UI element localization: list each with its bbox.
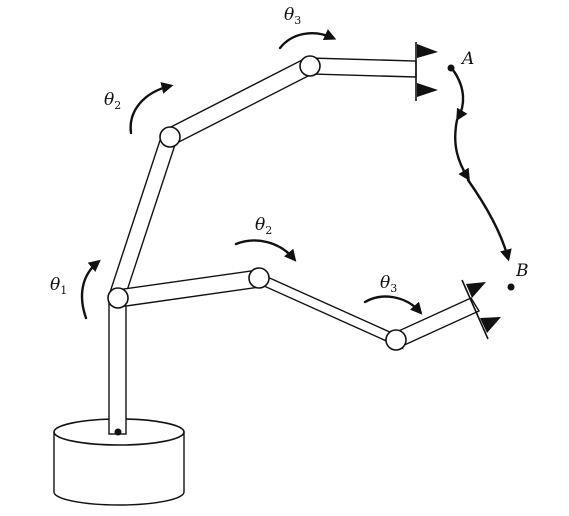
- upper-elbow-joint: [159, 126, 181, 148]
- upper-gripper: [415, 42, 438, 101]
- lower-theta3-label: θ3: [380, 273, 397, 295]
- upper-link-2: [165, 57, 314, 146]
- upper-arm-configuration: [107, 42, 438, 303]
- base-pivot-dot: [114, 428, 122, 436]
- upper-link-1: [107, 131, 179, 303]
- upper-theta3-arrow: [278, 29, 337, 50]
- point-b-label: B: [515, 261, 529, 281]
- point-a-label: A: [460, 49, 474, 69]
- upper-theta3-label: θ3: [284, 5, 301, 27]
- trajectory-a-to-b: [451, 68, 512, 262]
- lower-theta2-arrow: [234, 239, 297, 262]
- point-b-dot: [507, 283, 515, 291]
- upper-wrist-joint: [299, 55, 321, 77]
- lower-link-1: [116, 269, 261, 308]
- upper-link-3: [309, 57, 417, 78]
- lower-wrist-joint: [385, 329, 407, 351]
- shoulder-joint: [107, 287, 129, 309]
- upper-theta2-label: θ2: [104, 90, 121, 112]
- upper-theta2-arrow: [129, 82, 174, 135]
- lower-arm-configuration: [107, 267, 501, 351]
- point-a-dot: [447, 64, 455, 72]
- lower-gripper: [461, 279, 501, 340]
- theta1-label: θ1: [50, 275, 67, 297]
- robot-post: [108, 297, 127, 436]
- theta1-arrow: [80, 259, 101, 320]
- lower-theta3-arrow: [363, 295, 423, 315]
- lower-elbow-joint: [248, 267, 270, 289]
- lower-theta2-label: θ2: [255, 215, 272, 237]
